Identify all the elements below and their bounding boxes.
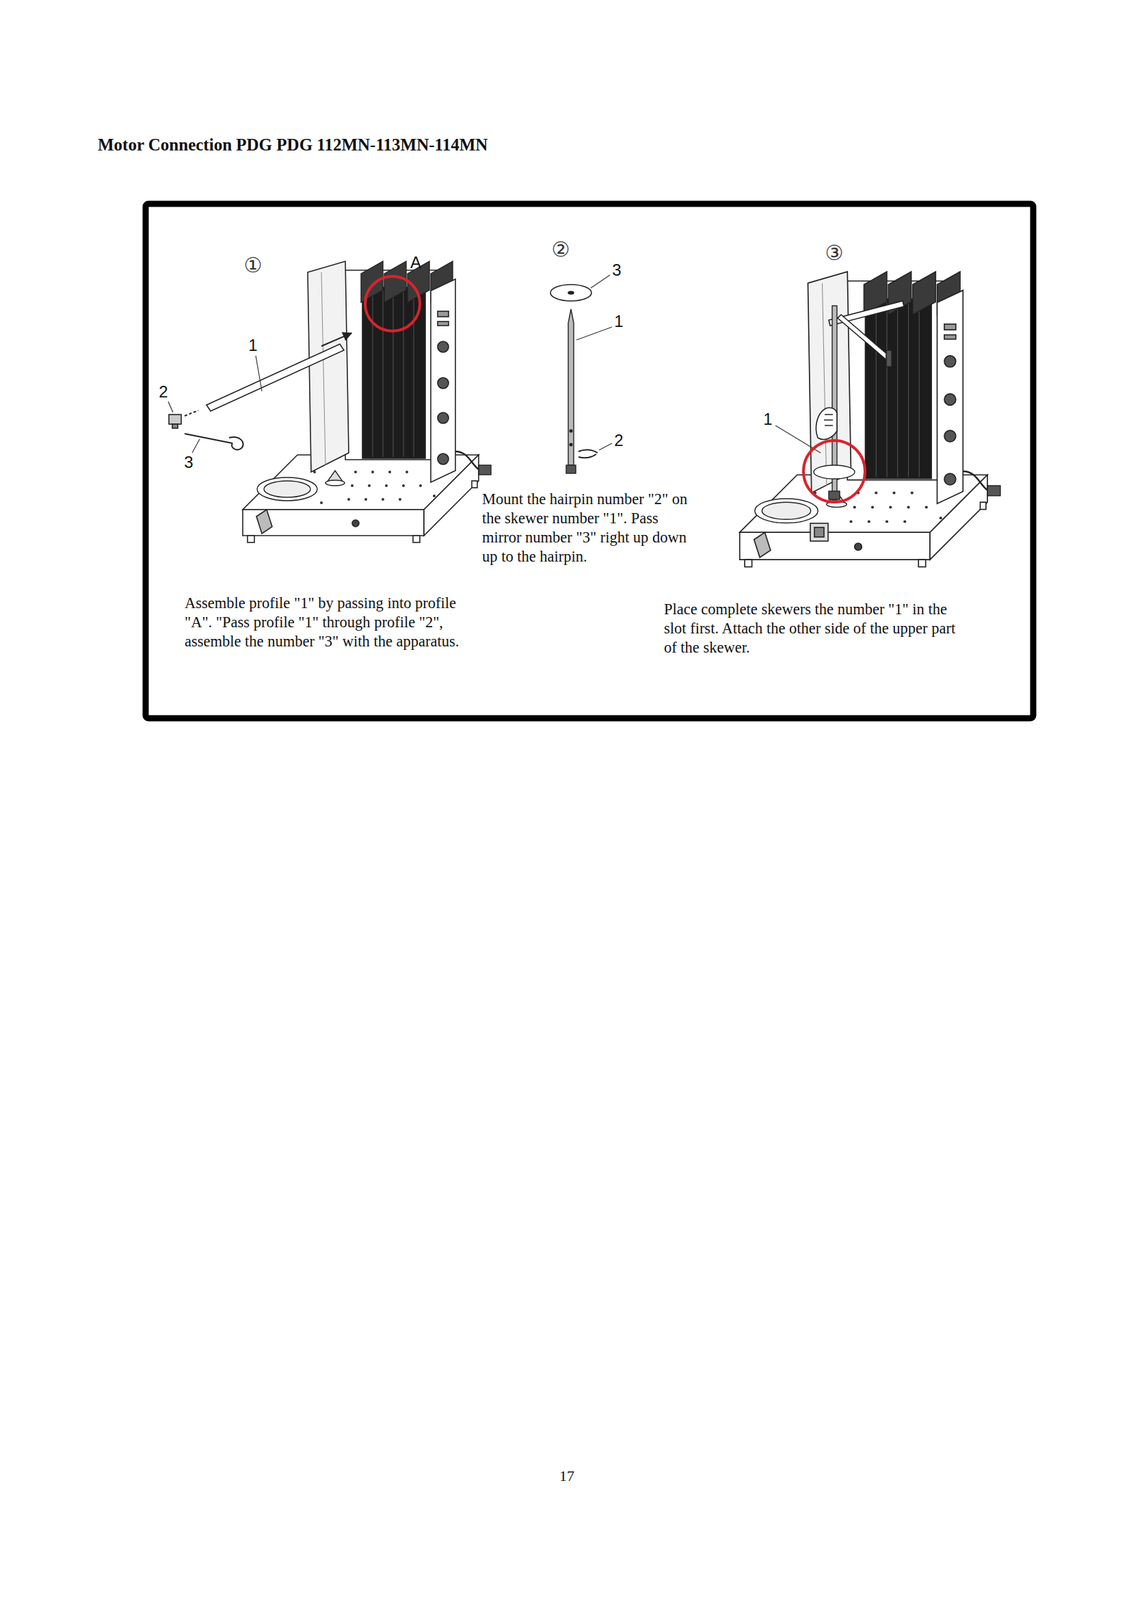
- upper-holder: [828, 300, 904, 367]
- hand-part: [815, 407, 837, 439]
- assembly-arrow-part: [184, 410, 199, 416]
- step-number: ③: [825, 242, 844, 264]
- mounted-skewer: [813, 305, 855, 500]
- callout-number: 2: [614, 432, 623, 449]
- motor-box-part: [810, 523, 829, 541]
- highlight-circle: [365, 276, 420, 331]
- leader-line-part: [599, 443, 612, 450]
- profile-rod-part: [206, 343, 344, 411]
- hairpin-part: [578, 449, 598, 453]
- gyro-machine-step-1: [242, 261, 491, 543]
- motor-box-part: [814, 527, 824, 537]
- instruction-text: Assemble profile "1" by passing into pro…: [184, 593, 486, 651]
- page-number: 17: [559, 1468, 575, 1484]
- hand-part: [823, 414, 833, 426]
- hairpin: [578, 449, 598, 458]
- skewer-part: [568, 309, 574, 465]
- skewer-part: [569, 429, 573, 433]
- gyro-machine-step-3: [739, 271, 1001, 567]
- leader-line-part: [590, 274, 610, 288]
- callout-number: 3: [183, 454, 193, 471]
- upper-holder-part: [837, 314, 889, 359]
- leader-line-part: [255, 355, 262, 392]
- leader-line-part: [168, 401, 174, 413]
- fixing-pin: [184, 433, 244, 450]
- callout-letter: A: [410, 254, 422, 271]
- fixing-pin-part: [229, 436, 244, 450]
- mounted-skewer-part: [828, 490, 840, 500]
- profile-rod: [206, 343, 344, 411]
- profile-clip-part: [168, 414, 182, 424]
- skewer: [566, 309, 576, 474]
- drip-mirror: [550, 284, 592, 301]
- instruction-text: Place complete skewers the number "1" in…: [663, 599, 971, 658]
- leader-line: [168, 355, 262, 453]
- fixing-pin-part: [184, 433, 233, 444]
- callout-number: 1: [614, 313, 623, 330]
- leader-line: [576, 274, 612, 450]
- skewer-part: [569, 443, 573, 446]
- instruction-text: Mount the hairpin number "2" on the skew…: [482, 489, 689, 567]
- profile-clip-part: [172, 423, 178, 429]
- motor-box: [810, 523, 829, 541]
- hand: [815, 407, 837, 439]
- drip-mirror-part: [568, 291, 574, 295]
- skewer-part: [566, 464, 576, 474]
- hairpin-part: [578, 454, 597, 458]
- drip-mirror-part: [550, 284, 592, 301]
- upper-holder-part: [828, 300, 904, 326]
- skewer-parts: [550, 274, 612, 474]
- step-number: ①: [244, 255, 263, 276]
- frame-border: [145, 203, 1034, 718]
- profile-clip: [168, 414, 182, 429]
- callout-number: 2: [158, 383, 168, 401]
- callout-number: 3: [611, 261, 621, 279]
- step-number: ②: [551, 239, 571, 260]
- upper-holder-part: [886, 350, 892, 367]
- highlight-circle: [803, 440, 866, 502]
- callout-number: 1: [763, 410, 773, 428]
- page-title: Motor Connection PDG PDG 112MN-113MN-114…: [97, 134, 488, 156]
- mounted-skewer-part: [813, 464, 855, 479]
- assembly-arrow: [184, 333, 352, 416]
- leader-line-part: [192, 438, 200, 453]
- leader-line-part: [576, 326, 612, 340]
- assembly-arrow-part: [321, 333, 352, 347]
- callout-number: 1: [248, 337, 258, 354]
